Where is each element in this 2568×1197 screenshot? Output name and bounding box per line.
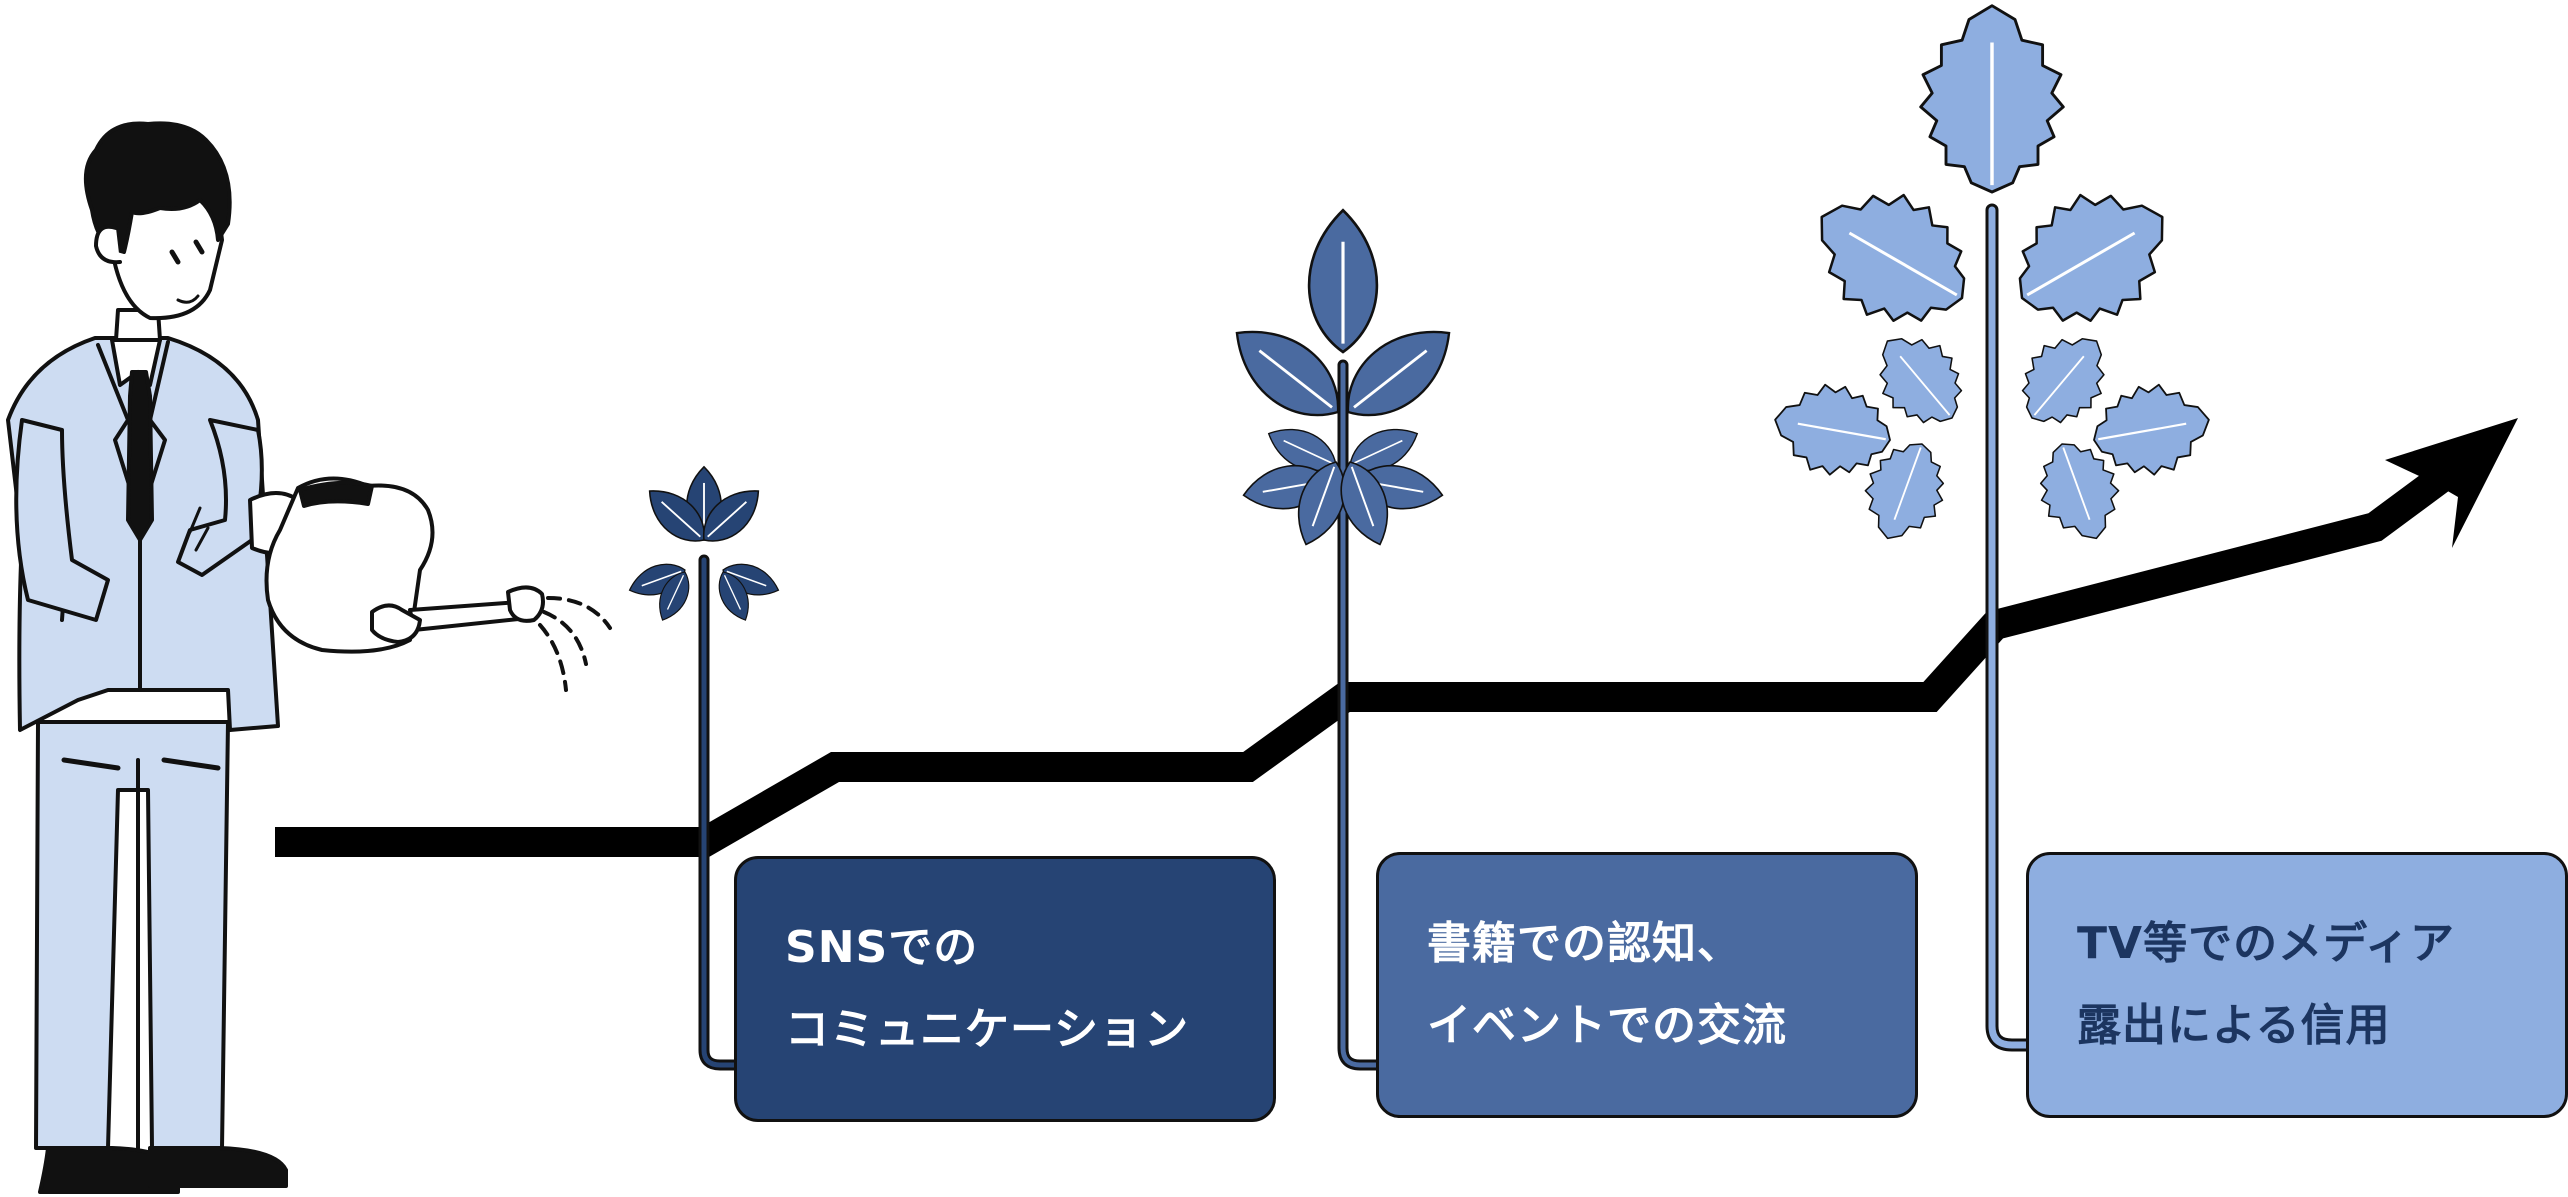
stage-label-line2: 露出による信用 — [2077, 1000, 2391, 1051]
stage-box-media: TV等でのメディア 露出による信用 — [2026, 852, 2568, 1118]
stage-label-line2: イベントでの交流 — [1427, 1000, 1787, 1051]
person-watering-icon — [6, 121, 612, 1194]
watering-can-icon — [264, 476, 545, 654]
stage-label-line2: コミュニケーション — [785, 1004, 1190, 1055]
stage-box-sns: SNSでの コミュニケーション — [734, 856, 1276, 1122]
stage-label-line1: TV等でのメディア — [2077, 918, 2455, 969]
stage-label-line1: 書籍での認知、 — [1427, 918, 1742, 969]
stage-label-line1: SNSでの — [785, 922, 979, 973]
stage-box-books-events: 書籍での認知、 イベントでの交流 — [1376, 852, 1918, 1118]
growth-arrow-icon — [2385, 418, 2518, 548]
